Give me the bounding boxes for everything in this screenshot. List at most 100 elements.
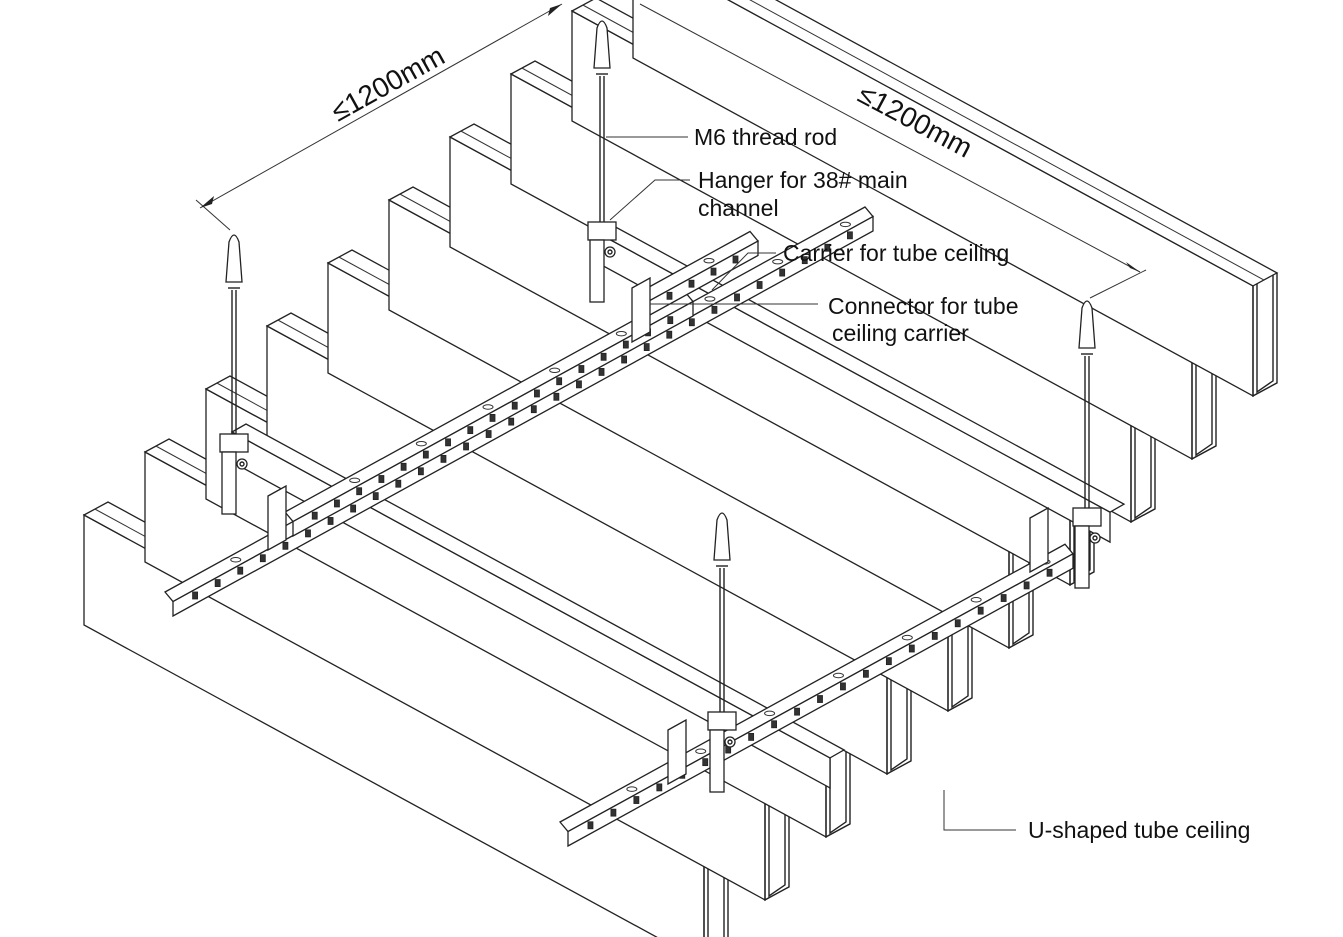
carrier-hole — [349, 477, 361, 484]
slat-end-profile — [947, 587, 973, 713]
carrier-clip — [908, 644, 915, 653]
carrier-clip — [666, 291, 673, 300]
hanger-label-line2: channel — [698, 195, 779, 221]
carrier-clip — [794, 707, 800, 716]
carrier-clip — [553, 392, 560, 401]
carrier-clip — [282, 541, 289, 550]
carrier — [283, 291, 695, 538]
carrier-hole — [230, 557, 242, 563]
carrier-clip — [734, 293, 740, 302]
carrier-clip — [467, 426, 474, 435]
carrier-clip — [463, 442, 469, 451]
carrier-clip — [356, 487, 363, 496]
connector-label-line1: Connector for tube — [828, 293, 1019, 319]
connector-plate — [267, 484, 287, 552]
carrier-hole — [615, 330, 627, 337]
dimension-left-text: ≤1200mm — [326, 40, 450, 127]
carrier-clip — [327, 517, 334, 525]
label-hanger: Hanger for 38# main channel — [609, 167, 908, 221]
carrier-clip — [259, 554, 266, 563]
connector-face — [1029, 506, 1049, 574]
carrier-hole — [703, 258, 715, 264]
channel-top — [230, 423, 846, 759]
carrier-clip — [485, 430, 492, 438]
carrier-clip — [667, 316, 674, 325]
carrier-hole — [704, 296, 716, 302]
hanger-bolt — [724, 736, 736, 748]
thread-rod — [1072, 300, 1102, 589]
rod-top-anchor — [225, 234, 243, 283]
carrier-clip — [395, 479, 402, 488]
carrier-clip — [417, 467, 424, 476]
carrier-clip — [633, 796, 640, 804]
carrier-hole — [839, 221, 851, 228]
carrier-clip — [710, 267, 717, 276]
hanger-head — [587, 221, 617, 241]
carrier-clip — [350, 504, 357, 513]
connector-face — [667, 718, 687, 786]
carrier-clip — [688, 318, 695, 327]
hanger-head — [1072, 507, 1102, 527]
hanger-leg — [589, 239, 605, 303]
slat-end-profile — [886, 650, 912, 776]
hanger-leg — [221, 451, 237, 515]
carrier-clip — [214, 579, 221, 587]
carrier-label: Carrier for tube ceiling — [783, 240, 1009, 266]
carrier-clip — [863, 669, 869, 678]
carrier-clip — [508, 417, 515, 426]
carrier-clip — [977, 606, 984, 615]
carrier-clip — [666, 330, 673, 339]
carrier-clip — [688, 279, 695, 288]
carrier-clip — [556, 377, 563, 386]
carrier-clip — [1023, 581, 1030, 590]
carrier-clip — [598, 368, 605, 376]
label-carrier: Carrier for tube ceiling — [711, 240, 1009, 291]
carrier-clip — [931, 632, 938, 640]
carrier-clip — [440, 454, 447, 463]
hanger-head — [219, 433, 249, 453]
u-tube-label: U-shaped tube ceiling — [1028, 817, 1250, 843]
carrier-clip — [1046, 568, 1053, 577]
connector-plate — [667, 718, 687, 786]
carrier-clip — [305, 529, 311, 538]
hanger-head — [707, 711, 737, 731]
carrier-hole — [415, 440, 427, 447]
carrier-clip — [954, 619, 961, 628]
hanger-bolt — [1089, 532, 1101, 544]
carrier-clip — [621, 355, 628, 364]
carrier-clip — [1000, 594, 1007, 602]
hanger-bolt-center — [607, 249, 613, 255]
carrier-clip — [600, 352, 607, 361]
connector-face — [631, 276, 651, 344]
hanger-leg — [709, 729, 725, 793]
carrier — [638, 230, 760, 318]
carrier-clip — [732, 255, 739, 264]
hanger-bolt-center — [239, 461, 245, 467]
thread-rod — [707, 512, 737, 793]
carrier-hole — [901, 634, 913, 641]
slat-inner-line — [749, 0, 1265, 281]
slat-end-profile — [703, 839, 729, 937]
carrier-clip — [378, 475, 385, 483]
carrier-clip — [192, 591, 198, 600]
carrier-clip — [748, 733, 755, 741]
carrier-hole — [549, 367, 561, 374]
carrier-hole — [764, 710, 776, 717]
carrier-clip — [779, 268, 786, 277]
carrier-clip — [311, 511, 318, 520]
carrier-clip — [534, 389, 540, 398]
carrier-clip — [400, 462, 407, 471]
carrier-clip — [771, 720, 777, 729]
slat — [632, 0, 1279, 398]
carrier-clip — [824, 243, 831, 252]
label-thread-rod: M6 thread rod — [606, 124, 837, 150]
carrier-clip — [372, 492, 379, 501]
hanger-bolt — [236, 458, 248, 470]
carrier-clip — [576, 380, 582, 389]
carrier-clip — [622, 340, 629, 349]
carrier — [558, 543, 1075, 848]
rod-top-anchor — [713, 512, 731, 561]
thread-rod — [587, 20, 617, 303]
connector-label-line2: ceiling carrier — [832, 320, 969, 346]
